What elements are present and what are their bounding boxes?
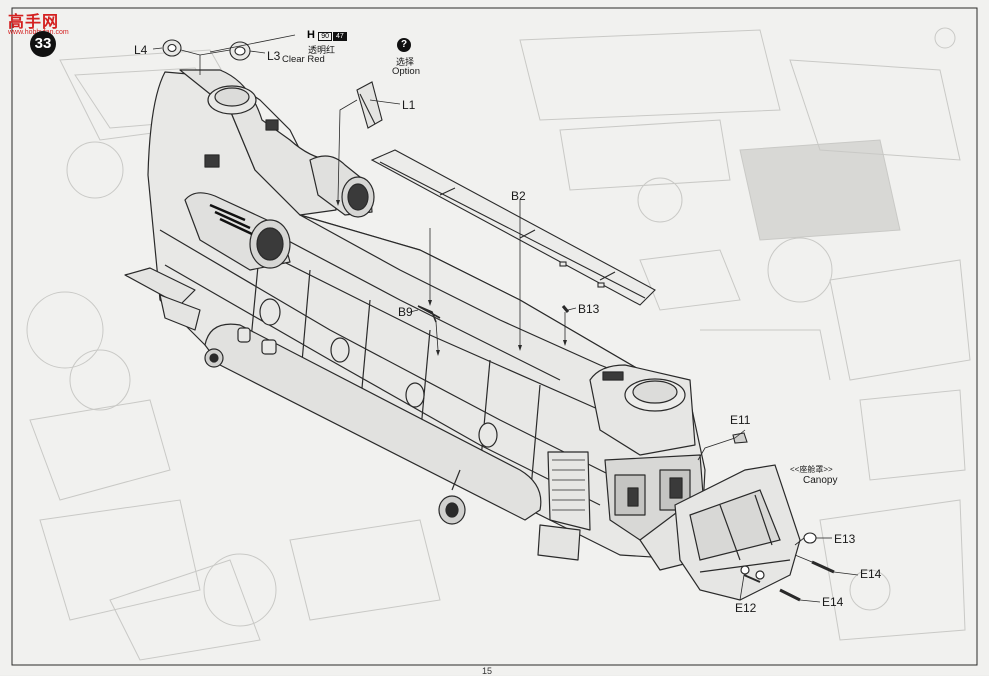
- page-number: 15: [482, 666, 493, 676]
- canopy-label-cn: <<座舱罩>>: [790, 465, 833, 474]
- step-number-badge: 33: [30, 31, 56, 57]
- rotor-blade-part-b2: [370, 149, 656, 306]
- part-label-e12: E12: [735, 601, 757, 615]
- canopy-part: [674, 464, 801, 601]
- paint-number-2: 47: [332, 32, 347, 41]
- part-label-e13: E13: [834, 532, 856, 546]
- part-label-b2: B2: [511, 189, 526, 203]
- page-border: [11, 7, 978, 666]
- show-through-ghost-drawing: [26, 27, 971, 661]
- paint-name-cn: 透明红: [308, 45, 336, 55]
- watermark-text: 高手网: [8, 14, 60, 31]
- canopy-label-en: Canopy: [803, 475, 838, 486]
- paint-code: H: [307, 29, 315, 41]
- part-label-e14-lower: E14: [822, 595, 844, 609]
- part-label-e11: E11: [730, 413, 751, 427]
- paint-number-1: 90: [318, 32, 332, 41]
- part-label-e14-upper: E14: [860, 567, 882, 581]
- arrow-heads: [336, 200, 567, 356]
- part-label-l3: L3: [267, 49, 281, 63]
- fuselage-drawing: [124, 69, 706, 571]
- option-label-cn: 选择: [396, 57, 415, 67]
- paint-name-en: Clear Red: [282, 54, 325, 65]
- option-label-en: Option: [392, 66, 420, 77]
- small-parts: [162, 39, 835, 602]
- part-label-l1: L1: [402, 98, 416, 112]
- leader-lines: [152, 34, 859, 603]
- option-icon: ?: [397, 38, 411, 52]
- part-label-b9: B9: [398, 305, 413, 319]
- part-label-l4: L4: [134, 43, 148, 57]
- part-label-b13: B13: [578, 302, 600, 316]
